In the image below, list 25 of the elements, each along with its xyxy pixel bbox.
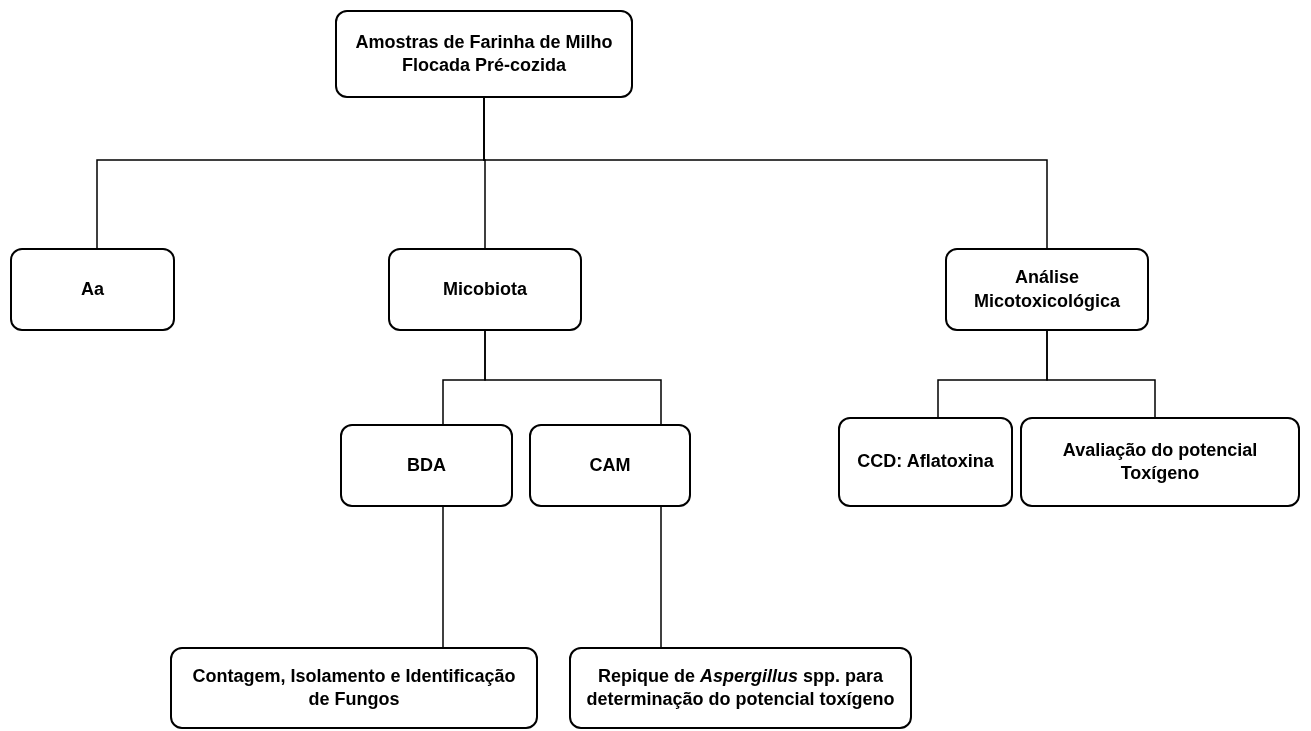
process-box bbox=[170, 647, 538, 729]
box-label: Contagem, Isolamento e Identificação de Fungos bbox=[191, 664, 517, 711]
connector-line bbox=[484, 330, 662, 425]
box-label: BDA bbox=[407, 453, 446, 477]
box-label: Amostras de Farinha de Milho Flocada Pré-cozida bbox=[354, 30, 614, 77]
box-label: Avaliação do potencial Toxígeno bbox=[1061, 438, 1259, 485]
process-box bbox=[1020, 417, 1300, 507]
connector-line bbox=[442, 506, 444, 648]
box-label: Repique de Aspergillus spp. para determinação do potencial toxígeno bbox=[585, 664, 896, 711]
box-label: Aa bbox=[81, 277, 104, 301]
connector-line bbox=[1046, 330, 1156, 418]
connector-line bbox=[483, 97, 1048, 249]
process-box bbox=[340, 424, 513, 507]
box-label: Análise Micotoxicológica bbox=[973, 266, 1121, 313]
process-box bbox=[945, 248, 1149, 331]
process-box bbox=[10, 248, 175, 331]
box-label: CCD: Aflatoxina bbox=[857, 450, 994, 474]
box-label: Micobiota bbox=[443, 277, 527, 301]
box-label: CAM bbox=[589, 453, 631, 477]
process-box bbox=[388, 248, 582, 331]
connector-line bbox=[660, 506, 662, 648]
process-box bbox=[529, 424, 691, 507]
process-box bbox=[838, 417, 1013, 507]
process-box bbox=[335, 10, 633, 98]
process-box bbox=[569, 647, 912, 729]
